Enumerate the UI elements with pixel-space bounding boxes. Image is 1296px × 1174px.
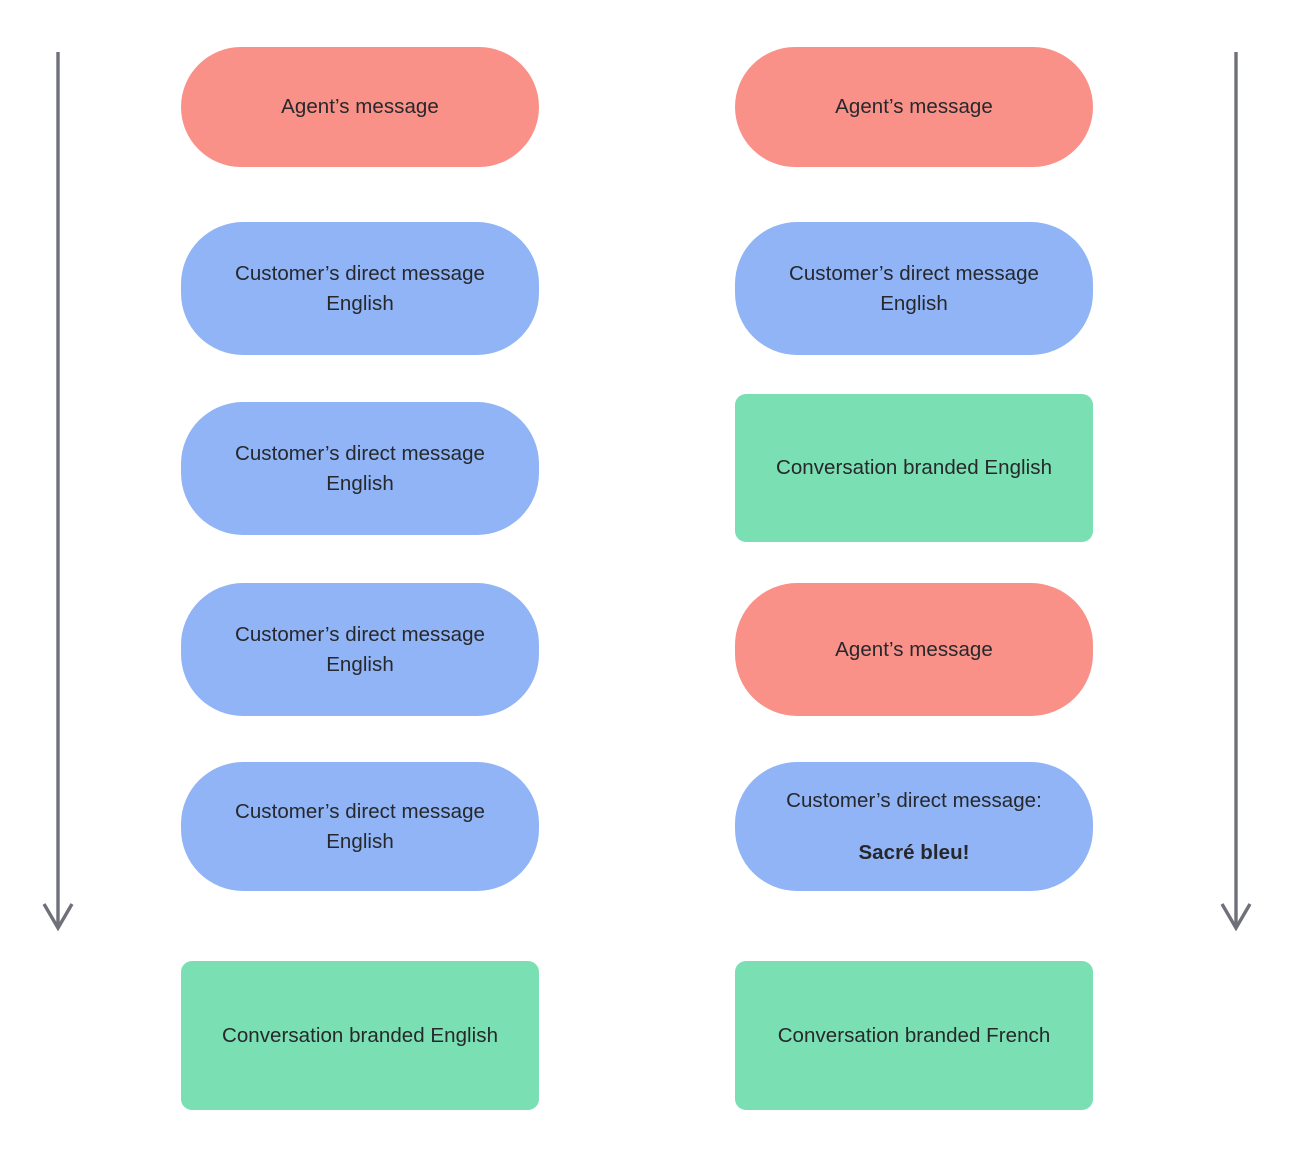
message-line: English <box>326 291 394 315</box>
timeline-arrow-right <box>1216 50 1256 940</box>
message-line: Agent’s message <box>835 95 993 118</box>
message-line: Conversation branded English <box>775 456 1053 479</box>
message-line: Customer’s direct message <box>788 261 1039 285</box>
arrow-head-icon <box>1220 903 1252 932</box>
message-bubble-customer[interactable]: Customer’s direct message English <box>181 402 539 535</box>
message-line: Customer’s direct message <box>234 799 485 823</box>
message-line: English <box>326 829 394 853</box>
right-conversation-column: Agent’s message Customer’s direct messag… <box>735 0 1093 1174</box>
arrow-head-icon <box>42 903 74 932</box>
message-bubble-customer[interactable]: Customer’s direct message English <box>181 222 539 355</box>
left-conversation-column: Agent’s message Customer’s direct messag… <box>181 0 539 1174</box>
branded-conversation-block[interactable]: Conversation branded French <box>735 961 1093 1110</box>
message-line: Agent’s message <box>281 95 439 118</box>
message-line: Customer’s direct message <box>234 261 485 285</box>
message-line: English <box>326 652 394 676</box>
branded-conversation-block[interactable]: Conversation branded English <box>735 394 1093 542</box>
timeline-arrow-left <box>38 50 78 940</box>
message-line: Conversation branded English <box>221 1023 499 1047</box>
message-line: Customer’s direct message: <box>786 788 1042 812</box>
message-line: English <box>326 471 394 495</box>
message-bubble-agent[interactable]: Agent’s message <box>735 47 1093 167</box>
message-line-emphasis: Sacré bleu! <box>858 840 970 864</box>
message-bubble-customer[interactable]: Customer’s direct message English <box>735 222 1093 355</box>
message-line: Customer’s direct message <box>234 441 485 465</box>
message-bubble-customer[interactable]: Customer’s direct message English <box>181 762 539 891</box>
message-line: English <box>880 291 948 315</box>
branded-conversation-block[interactable]: Conversation branded English <box>181 961 539 1110</box>
message-bubble-agent[interactable]: Agent’s message <box>735 583 1093 716</box>
message-line: Customer’s direct message <box>234 622 485 646</box>
message-bubble-customer[interactable]: Customer’s direct message English <box>181 583 539 716</box>
message-bubble-agent[interactable]: Agent’s message <box>181 47 539 167</box>
message-bubble-customer[interactable]: Customer’s direct message: Sacré bleu! <box>735 762 1093 891</box>
message-line: Conversation branded French <box>777 1023 1051 1047</box>
message-line: Agent’s message <box>835 637 993 661</box>
